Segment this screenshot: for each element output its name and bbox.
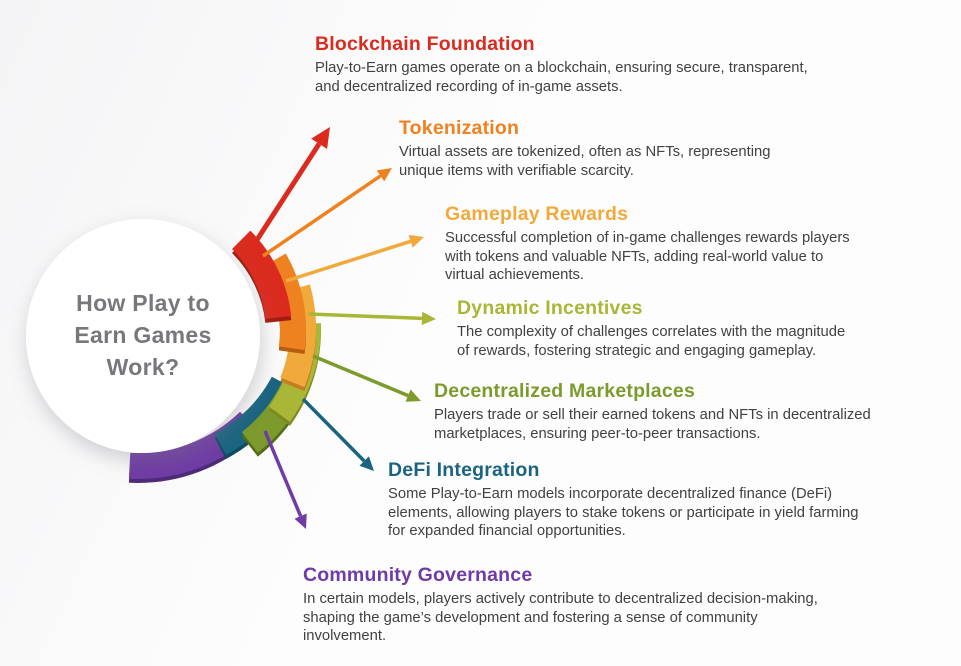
- section-title: Blockchain Foundation: [315, 33, 535, 55]
- section-title: Dynamic Incentives: [457, 297, 643, 319]
- section-description: Some Play-to-Earn models incorporate dec…: [388, 486, 859, 540]
- section-community-governance: Community Governance In certain models, …: [303, 564, 943, 645]
- arrow-head-dynamic-incentives: [421, 311, 436, 326]
- arrow-head-decentralized-marketplaces: [405, 389, 421, 402]
- arrow-line-decentralized-marketplaces: [312, 354, 409, 398]
- arrow-head-tokenization: [376, 168, 392, 182]
- hub-title-line: Work?: [106, 353, 180, 380]
- arc-blockchain-foundation: [231, 230, 292, 320]
- arrow-head-community-governance: [294, 513, 307, 529]
- hub-arcs: [128, 230, 322, 484]
- arrow-head-gameplay-rewards: [408, 234, 424, 248]
- section-description: In certain models, players actively cont…: [303, 591, 818, 645]
- arc-defi-integration: [214, 376, 293, 455]
- arrow-head-blockchain-foundation: [311, 127, 330, 149]
- section-description: Players trade or sell their earned token…: [434, 407, 871, 442]
- section-description: Play-to-Earn games operate on a blockcha…: [315, 60, 808, 95]
- connector-arrows: [241, 127, 436, 529]
- section-description: Successful completion of in-game challen…: [445, 230, 850, 284]
- section-decentralized-marketplaces: Decentralized Marketplaces Players trade…: [434, 380, 954, 443]
- arc-tokenization: [263, 253, 307, 350]
- section-title: Community Governance: [303, 564, 533, 586]
- hub-circle: [26, 219, 260, 453]
- arrow-head-defi-integration: [359, 456, 374, 471]
- arrow-line-tokenization: [262, 174, 382, 258]
- section-title: DeFi Integration: [388, 459, 540, 481]
- section-title: Gameplay Rewards: [445, 203, 629, 225]
- section-defi-integration: DeFi Integration Some Play-to-Earn model…: [388, 459, 958, 540]
- section-gameplay-rewards: Gameplay Rewards Successful completion o…: [445, 203, 940, 284]
- section-blockchain-foundation: Blockchain Foundation Play-to-Earn games…: [315, 33, 915, 96]
- arrow-line-blockchain-foundation: [241, 142, 322, 262]
- section-tokenization: Tokenization Virtual assets are tokenize…: [399, 117, 859, 180]
- arrow-line-dynamic-incentives: [308, 312, 423, 321]
- section-description: Virtual assets are tokenized, often as N…: [399, 144, 771, 179]
- section-description: The complexity of challenges correlates …: [457, 324, 846, 359]
- section-title: Decentralized Marketplaces: [434, 380, 695, 402]
- arrow-line-gameplay-rewards: [285, 239, 412, 283]
- hub-title-line: How Play to: [76, 290, 210, 317]
- arrow-line-community-governance: [263, 430, 303, 517]
- hub-title-line: Earn Games: [74, 322, 212, 349]
- section-dynamic-incentives: Dynamic Incentives The complexity of cha…: [457, 297, 927, 360]
- arrow-line-defi-integration: [301, 397, 366, 463]
- hub-title: How Play to Earn Games Work?: [26, 219, 260, 453]
- section-title: Tokenization: [399, 117, 520, 139]
